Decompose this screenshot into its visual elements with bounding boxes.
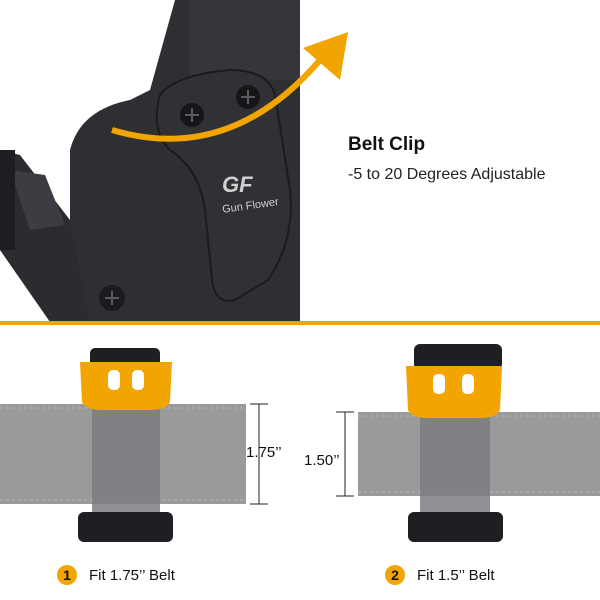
clip-2-adjuster bbox=[406, 366, 502, 418]
clip-1-body bbox=[92, 395, 160, 520]
belt-clip-subtitle: -5 to 20 Degrees Adjustable bbox=[348, 166, 546, 183]
section-divider bbox=[0, 321, 600, 325]
belt-1-strap bbox=[0, 404, 246, 504]
belt-2-height-label: 1.50’’ bbox=[304, 452, 340, 469]
clip-1-adjuster bbox=[80, 362, 172, 410]
clip-2-bottom bbox=[408, 512, 503, 542]
clip-2-body bbox=[420, 400, 490, 520]
brand-logo: GF bbox=[222, 172, 253, 197]
belt-clip-title: Belt Clip bbox=[348, 134, 426, 155]
belt-2-strap bbox=[358, 412, 600, 496]
number-badge-2: 2 bbox=[385, 565, 405, 585]
holster-photo-area: GF Gun Flower bbox=[0, 0, 348, 322]
belt-1-caption-row: 1 Fit 1.75’’ Belt bbox=[57, 565, 175, 585]
number-badge-1: 1 bbox=[57, 565, 77, 585]
belt-2-caption-row: 2 Fit 1.5’’ Belt bbox=[385, 565, 495, 585]
holster-illustration bbox=[0, 0, 348, 322]
belt-1-height-label: 1.75’’ bbox=[246, 444, 282, 461]
belt-1-caption: Fit 1.75’’ Belt bbox=[89, 566, 175, 584]
clip-1-bottom bbox=[78, 512, 173, 542]
belt-2-caption: Fit 1.5’’ Belt bbox=[417, 566, 495, 584]
